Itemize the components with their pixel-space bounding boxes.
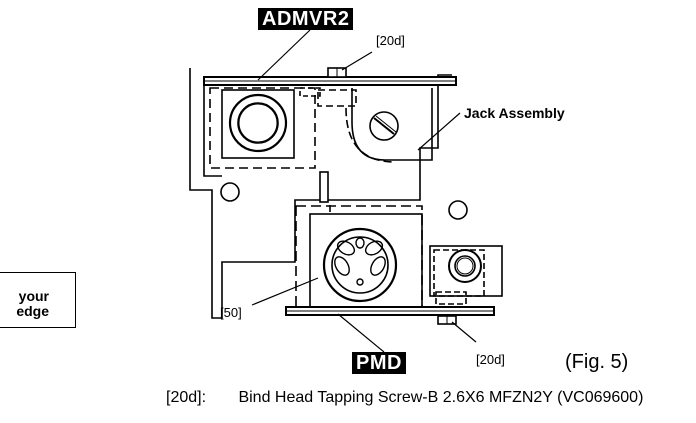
pmd-label: PMD (352, 352, 406, 374)
left-jack-body (221, 89, 295, 159)
middle-dashed-tab (317, 89, 357, 107)
screw-note-key: [20d]: (166, 389, 207, 406)
bracket-outline (189, 68, 452, 319)
screw-bottom-label: [20d] (476, 352, 505, 367)
figure-label: (Fig. 5) (565, 351, 629, 373)
small-jack-inner (454, 255, 476, 277)
leader-screw-top (341, 51, 373, 71)
left-jack-inner-ring (237, 102, 279, 144)
leader-lines (251, 29, 477, 353)
right-jack-screw (369, 111, 399, 141)
side-box-line2: edge (16, 303, 49, 319)
side-box: your edge (0, 272, 76, 328)
leader-jack-assembly (417, 112, 461, 151)
din-housing (309, 213, 423, 309)
screw-top-label: [20d] (376, 33, 405, 48)
din-connector-outer (322, 227, 398, 303)
small-jack-outer (448, 249, 482, 283)
leader-screw-bottom (451, 321, 477, 343)
din-housing-outer (295, 205, 423, 311)
admvr2-label: ADMVR2 (258, 8, 354, 30)
screw-note: [20d]: Bind Head Tapping Screw-B 2.6X6 M… (166, 390, 643, 406)
jack-assembly-label: Jack Assembly (464, 105, 565, 121)
bracket-inner-edge (203, 80, 222, 177)
small-jack-body (429, 245, 503, 297)
mounting-hole-left (220, 182, 240, 202)
leader-pmd (337, 313, 385, 353)
screw-note-text: Bind Head Tapping Screw-B 2.6X6 MFZN2Y (… (238, 389, 644, 406)
screw-50-label: [50] (220, 305, 242, 320)
center-post (319, 171, 329, 203)
mounting-hole-right (448, 200, 468, 220)
leader-screw-50 (251, 277, 319, 306)
left-jack-outer-ring (228, 93, 288, 153)
leader-admvr2 (257, 29, 311, 81)
din-pins (334, 237, 386, 286)
din-connector-inner (331, 236, 389, 294)
left-jack-housing (209, 87, 316, 169)
side-box-line1: your (18, 288, 49, 304)
